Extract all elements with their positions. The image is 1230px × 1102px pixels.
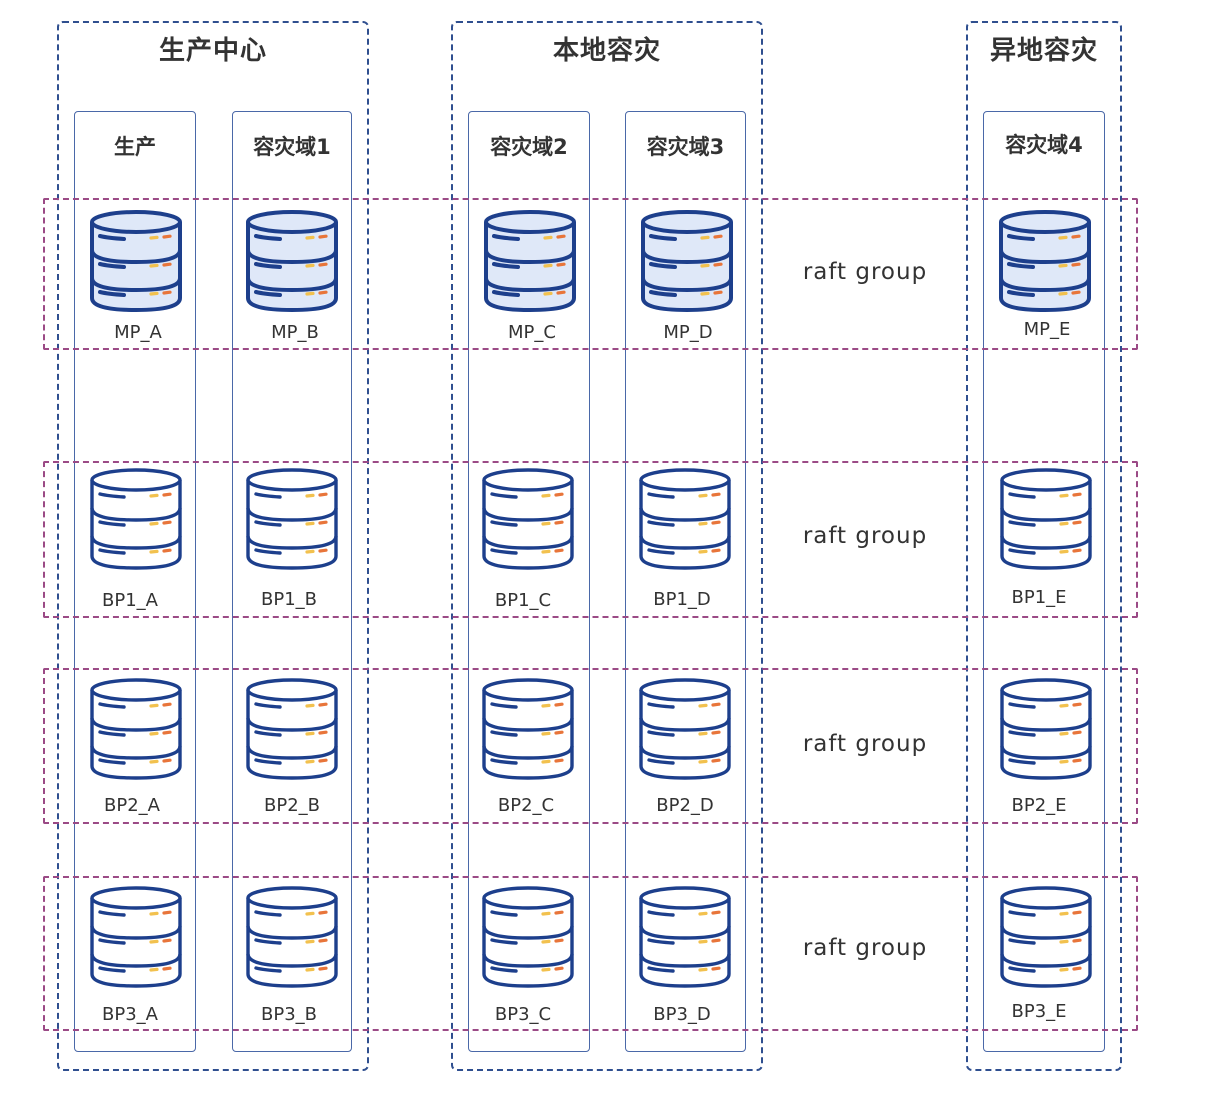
node-label-bp3-a: BP3_A <box>102 1004 158 1025</box>
database-icon <box>637 206 737 318</box>
raft-group-box-mp <box>43 198 1138 350</box>
center-title-remote-dr: 异地容灾 <box>989 36 1098 66</box>
domain-box-dr4 <box>983 111 1105 1052</box>
domain-title-production: 生产 <box>114 135 156 159</box>
database-icon <box>996 674 1096 786</box>
database-icon <box>242 674 342 786</box>
raft-group-box-bp3 <box>43 876 1138 1031</box>
node-label-bp1-a: BP1_A <box>102 590 158 611</box>
database-icon <box>86 882 186 994</box>
node-label-mp-e: MP_E <box>1023 319 1071 340</box>
raft-group-label-bp2: raft group <box>802 731 928 757</box>
domain-title-dr3: 容灾域3 <box>646 135 725 159</box>
center-box-remote-dr <box>966 21 1122 1071</box>
database-icon <box>242 464 342 576</box>
node-label-bp2-a: BP2_A <box>104 795 160 816</box>
database-icon <box>86 464 186 576</box>
domain-title-dr2: 容灾域2 <box>490 135 568 159</box>
database-icon <box>995 206 1095 318</box>
database-icon <box>996 882 1096 994</box>
node-label-mp-d: MP_D <box>663 322 713 343</box>
database-icon <box>635 882 735 994</box>
node-label-bp2-b: BP2_B <box>263 795 320 816</box>
domain-box-dr3 <box>625 111 746 1052</box>
database-icon <box>996 464 1096 576</box>
node-label-mp-c: MP_C <box>508 322 556 343</box>
database-icon <box>478 674 578 786</box>
node-label-mp-b: MP_B <box>271 322 319 343</box>
database-icon <box>635 674 735 786</box>
raft-group-box-bp1 <box>43 461 1138 618</box>
raft-group-label-bp1: raft group <box>802 523 928 549</box>
raft-group-box-bp2 <box>43 668 1138 824</box>
database-icon <box>86 674 186 786</box>
node-label-mp-a: MP_A <box>114 322 162 343</box>
database-icon <box>242 206 342 318</box>
center-box-local-dr <box>451 21 763 1071</box>
center-title-local-dr: 本地容灾 <box>552 36 661 66</box>
node-label-bp3-d: BP3_D <box>653 1004 711 1025</box>
domain-title-dr4: 容灾域4 <box>1005 133 1083 157</box>
center-box-production <box>57 21 369 1071</box>
node-label-bp2-c: BP2_C <box>497 795 555 816</box>
center-title-production: 生产中心 <box>158 36 267 66</box>
node-label-bp3-e: BP3_E <box>1011 1001 1067 1022</box>
node-label-bp1-c: BP1_C <box>494 590 552 611</box>
raft-group-label-bp3: raft group <box>802 935 928 961</box>
node-label-bp1-b: BP1_B <box>260 589 317 610</box>
database-icon <box>478 464 578 576</box>
raft-group-label-mp: raft group <box>802 259 928 285</box>
database-icon <box>478 882 578 994</box>
node-label-bp1-d: BP1_D <box>653 589 711 610</box>
node-label-bp2-e: BP2_E <box>1011 795 1067 816</box>
node-label-bp2-d: BP2_D <box>656 795 714 816</box>
node-label-bp1-e: BP1_E <box>1011 587 1067 608</box>
database-icon <box>242 882 342 994</box>
database-icon <box>635 464 735 576</box>
node-label-bp3-b: BP3_B <box>260 1004 317 1025</box>
node-label-bp3-c: BP3_C <box>494 1004 552 1025</box>
database-icon <box>86 206 186 318</box>
domain-box-dr2 <box>468 111 590 1052</box>
domain-box-dr1 <box>232 111 352 1052</box>
domain-title-dr1: 容灾域1 <box>253 135 331 159</box>
database-icon <box>480 206 580 318</box>
domain-box-production <box>74 111 196 1052</box>
